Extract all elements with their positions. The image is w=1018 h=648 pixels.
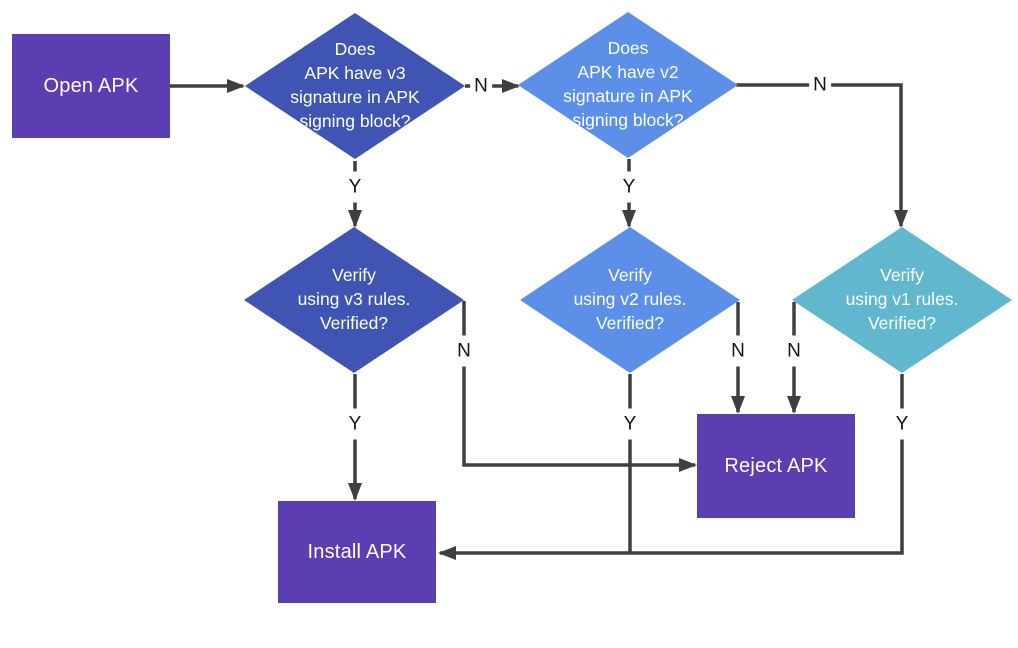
verify-v2-label: Verify using v2 rules. Verified? — [573, 265, 687, 333]
edge-label-n-v2verify: N — [727, 335, 749, 367]
node-install-apk: Install APK — [278, 501, 436, 603]
edge-label-y-v3check: Y — [344, 171, 366, 203]
reject-apk-label: Reject APK — [724, 454, 828, 477]
verify-v3-label: Verify using v3 rules. Verified? — [297, 265, 411, 333]
verify-v1-label: Verify using v1 rules. Verified? — [845, 265, 959, 333]
start-node-open-apk: Open APK — [12, 34, 170, 138]
edge-label-n-v2check: N — [809, 69, 831, 101]
edge-label-n-v3check: N — [470, 70, 492, 102]
edge-label-y-v3verify: Y — [344, 408, 366, 440]
edge-label-n-v3verify: N — [453, 335, 475, 367]
v3-signature-label: Does APK have v3 signature in APK signin… — [290, 39, 420, 131]
v2-signature-label: Does APK have v2 signature in APK signin… — [563, 38, 693, 130]
edge-label-y-v2check: Y — [618, 171, 640, 203]
node-reject-apk: Reject APK — [697, 414, 855, 518]
edge-label-y-v2verify: Y — [619, 408, 641, 440]
edge-label-n-v1verify: N — [783, 335, 805, 367]
open-apk-label: Open APK — [43, 74, 139, 97]
edge-label-y-v1verify: Y — [891, 408, 913, 440]
edge-v2check-n-to-v1verify — [736, 83, 908, 228]
install-apk-label: Install APK — [307, 540, 407, 563]
